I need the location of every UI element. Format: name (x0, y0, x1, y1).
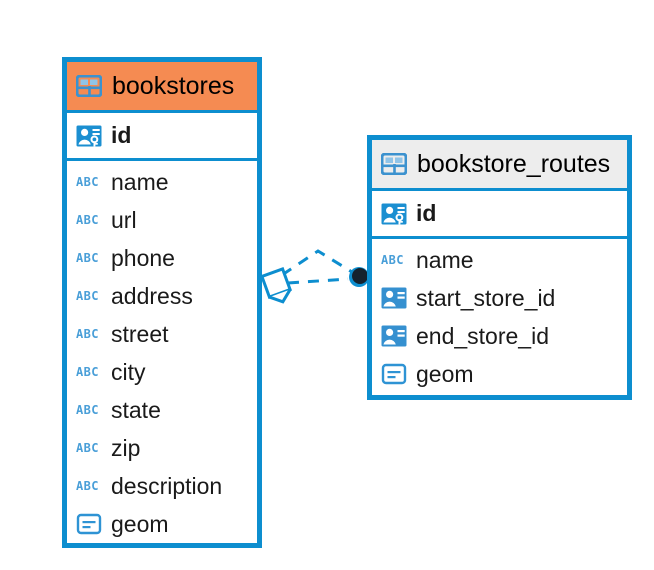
svg-text:ABC: ABC (76, 441, 99, 455)
geometry-type-icon (76, 513, 102, 535)
text-type-icon: ABC (76, 247, 102, 269)
primary-key-icon (381, 203, 407, 225)
svg-text:ABC: ABC (76, 251, 99, 265)
text-type-icon: ABC (76, 475, 102, 497)
field-label: geom (111, 510, 169, 537)
entity-title: bookstore_routes (417, 149, 611, 178)
primary-key-group: id (67, 110, 257, 161)
field-label: url (111, 206, 137, 233)
field-label: id (416, 200, 437, 226)
text-type-icon: ABC (76, 171, 102, 193)
field-label: end_store_id (416, 322, 549, 349)
primary-key-icon (76, 125, 102, 147)
svg-text:ABC: ABC (76, 175, 99, 189)
text-type-icon: ABC (76, 399, 102, 421)
field-row-state[interactable]: ABC state (67, 391, 257, 429)
diamond-endpoint-icon (259, 266, 293, 304)
relationship-line-straight (287, 277, 349, 285)
geometry-type-icon (381, 363, 407, 385)
field-list-bookstore-routes: ABC name start_store_id (372, 239, 627, 393)
text-type-icon: ABC (76, 437, 102, 459)
field-row-name[interactable]: ABC name (67, 163, 257, 201)
relationship-line-arched (281, 249, 353, 277)
field-label: city (111, 358, 146, 385)
field-row-phone[interactable]: ABC phone (67, 239, 257, 277)
entity-header-bookstores[interactable]: bookstores (67, 62, 257, 110)
field-label: id (111, 122, 132, 148)
field-row-url[interactable]: ABC url (67, 201, 257, 239)
field-row-city[interactable]: ABC city (67, 353, 257, 391)
field-row-description[interactable]: ABC description (67, 467, 257, 505)
text-type-icon: ABC (76, 361, 102, 383)
table-icon (381, 153, 407, 175)
field-row-name[interactable]: ABC name (372, 241, 627, 279)
field-label: name (416, 246, 474, 273)
foreign-key-icon (381, 325, 407, 347)
field-label: phone (111, 244, 175, 271)
field-row-end-store-id[interactable]: end_store_id (372, 317, 627, 355)
field-row-primary-key[interactable]: id (67, 113, 257, 158)
text-type-icon: ABC (381, 249, 407, 271)
svg-text:ABC: ABC (76, 479, 99, 493)
field-row-street[interactable]: ABC street (67, 315, 257, 353)
svg-text:ABC: ABC (76, 403, 99, 417)
foreign-key-icon (381, 287, 407, 309)
text-type-icon: ABC (76, 209, 102, 231)
svg-text:ABC: ABC (76, 327, 99, 341)
field-label: start_store_id (416, 284, 556, 311)
filled-circle-endpoint-icon (349, 267, 369, 287)
svg-text:ABC: ABC (76, 213, 99, 227)
entity-title: bookstores (112, 71, 235, 100)
field-list-bookstores: ABC name ABC url ABC p (67, 161, 257, 543)
text-type-icon: ABC (76, 323, 102, 345)
entity-table-bookstores[interactable]: bookstores id (62, 57, 262, 548)
field-label: geom (416, 360, 474, 387)
field-row-geom[interactable]: geom (372, 355, 627, 393)
entity-header-bookstore-routes[interactable]: bookstore_routes (372, 140, 627, 188)
field-row-primary-key[interactable]: id (372, 191, 627, 236)
field-label: address (111, 282, 193, 309)
field-row-zip[interactable]: ABC zip (67, 429, 257, 467)
svg-text:ABC: ABC (76, 365, 99, 379)
field-label: description (111, 472, 223, 499)
field-row-address[interactable]: ABC address (67, 277, 257, 315)
field-label: name (111, 168, 169, 195)
primary-key-group: id (372, 188, 627, 239)
table-icon (76, 75, 102, 97)
entity-table-bookstore-routes[interactable]: bookstore_routes id (367, 135, 632, 400)
field-label: zip (111, 434, 141, 461)
svg-text:ABC: ABC (76, 289, 99, 303)
field-label: street (111, 320, 169, 347)
field-label: state (111, 396, 161, 423)
svg-text:ABC: ABC (381, 253, 404, 267)
field-row-start-store-id[interactable]: start_store_id (372, 279, 627, 317)
text-type-icon: ABC (76, 285, 102, 307)
field-row-geom[interactable]: geom (67, 505, 257, 543)
